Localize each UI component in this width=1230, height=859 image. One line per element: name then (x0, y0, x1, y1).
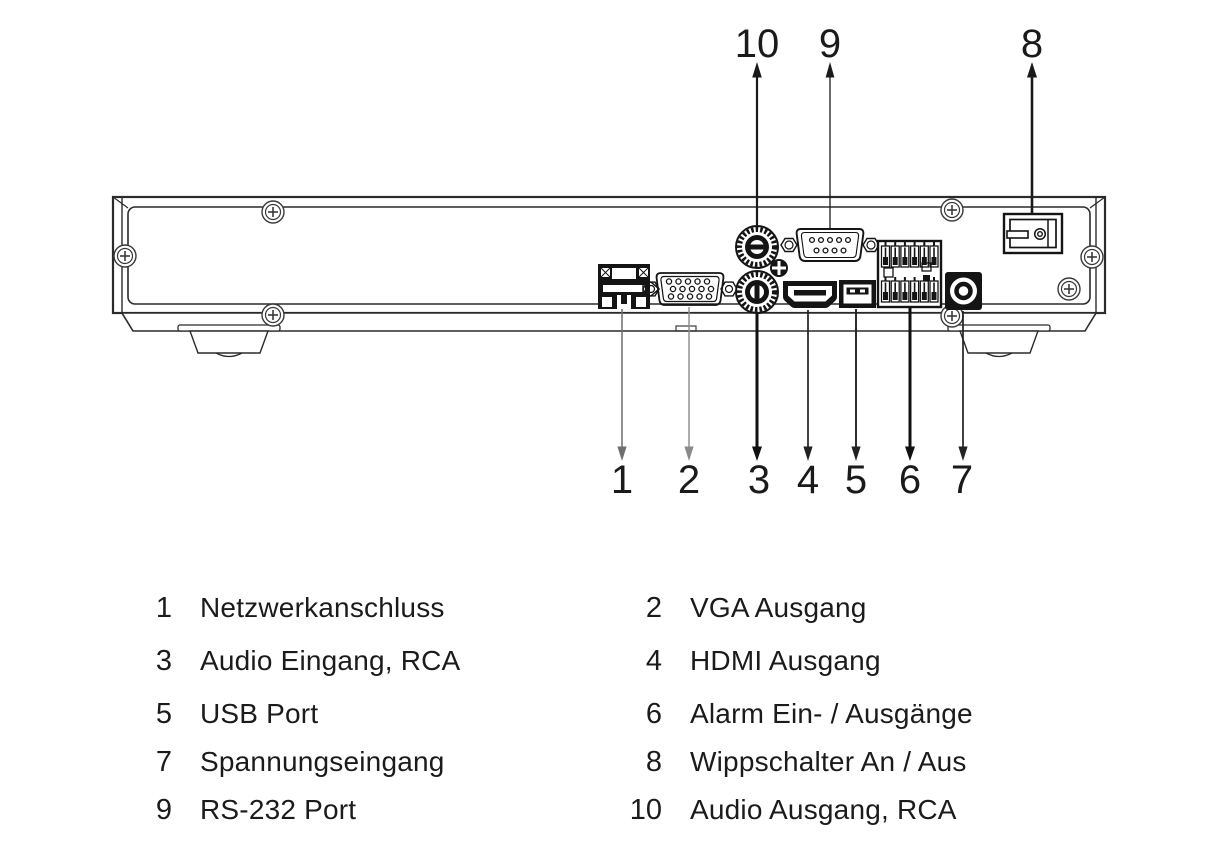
legend-row: 7 Spannungseingang 8 Wippschalter An / A… (0, 746, 1230, 782)
legend-label: Wippschalter An / Aus (690, 746, 967, 777)
audio-in-rca-jack (735, 270, 779, 314)
rear-panel-diagram: 10 9 8 1 2 3 4 5 6 7 (111, 22, 1107, 502)
legend-number: 1 (155, 592, 172, 624)
legend-item-3: 3 Audio Eingang, RCA (130, 645, 460, 678)
legend-row: 1 Netzwerkanschluss 2 VGA Ausgang (0, 592, 1230, 628)
power-rocker-switch (1002, 212, 1064, 255)
screw-icon (770, 259, 788, 277)
callout-numbers: 10 9 8 1 2 3 4 5 6 7 (611, 22, 1043, 502)
callout-number-9: 9 (819, 22, 841, 66)
legend-label: RS-232 Port (200, 794, 357, 825)
vga-port (642, 272, 738, 306)
legend-row: 3 Audio Eingang, RCA 4 HDMI Ausgang (0, 645, 1230, 681)
callout-number-10: 10 (735, 22, 780, 66)
legend-number: 8 (645, 746, 662, 778)
legend-number: 9 (155, 794, 172, 826)
legend-item-4: 4 HDMI Ausgang (620, 645, 881, 678)
legend-item-7: 7 Spannungseingang (130, 746, 445, 779)
legend-item-10: 10 Audio Ausgang, RCA (620, 794, 957, 827)
alarm-io-terminal (876, 239, 943, 309)
legend-row: 5 USB Port 6 Alarm Ein- / Ausgänge (0, 698, 1230, 734)
callout-number-4: 4 (797, 458, 819, 502)
callout-number-1: 1 (611, 458, 633, 502)
callout-number-7: 7 (951, 458, 973, 502)
legend-label: Audio Ausgang, RCA (690, 794, 957, 825)
legend-number: 5 (155, 698, 172, 730)
dc-power-jack (945, 272, 982, 310)
hdmi-port (783, 281, 837, 308)
legend-row: 9 RS-232 Port 10 Audio Ausgang, RCA (0, 794, 1230, 830)
legend-number: 10 (629, 794, 662, 826)
legend-number: 2 (645, 592, 662, 624)
legend-label: Alarm Ein- / Ausgänge (690, 698, 973, 729)
ethernet-port (598, 264, 650, 309)
legend-item-9: 9 RS-232 Port (130, 794, 356, 827)
callout-number-3: 3 (748, 458, 770, 502)
legend-number: 4 (645, 645, 662, 677)
callout-number-8: 8 (1021, 22, 1043, 66)
legend-label: Audio Eingang, RCA (200, 645, 461, 676)
legend-label: Spannungseingang (200, 746, 445, 777)
legend-item-5: 5 USB Port (130, 698, 318, 731)
usb-port (839, 280, 876, 308)
legend-item-6: 6 Alarm Ein- / Ausgänge (620, 698, 973, 731)
legend-item-8: 8 Wippschalter An / Aus (620, 746, 967, 779)
legend-item-1: 1 Netzwerkanschluss (130, 592, 445, 625)
legend-label: USB Port (200, 698, 319, 729)
legend-label: Netzwerkanschluss (200, 592, 445, 623)
legend-item-2: 2 VGA Ausgang (620, 592, 867, 625)
legend-label: HDMI Ausgang (690, 645, 881, 676)
legend-number: 7 (155, 746, 172, 778)
rs232-port (780, 228, 880, 262)
callout-number-6: 6 (899, 458, 921, 502)
callout-number-5: 5 (845, 458, 867, 502)
legend-number: 3 (155, 645, 172, 677)
legend-number: 6 (645, 698, 662, 730)
callout-lines (617, 62, 1037, 461)
legend-label: VGA Ausgang (690, 592, 867, 623)
callout-number-2: 2 (678, 458, 700, 502)
